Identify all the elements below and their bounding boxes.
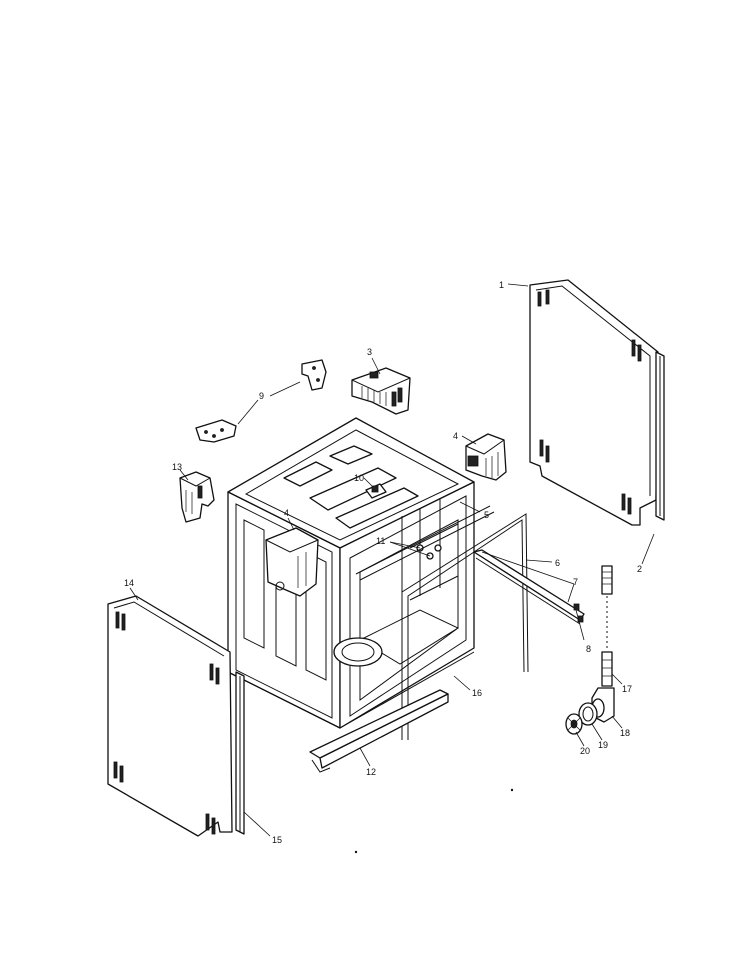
scan-speck (510, 788, 514, 792)
callout-9: 9 (259, 391, 264, 401)
callout-4-right: 4 (453, 431, 458, 441)
washer-ring (578, 702, 598, 726)
strike-strip (473, 549, 585, 625)
side-bracket-right (465, 433, 507, 481)
dishwasher-tub-frame (227, 417, 475, 729)
callout-2: 2 (637, 564, 642, 574)
scan-speck (354, 850, 358, 854)
callout-7: 7 (573, 577, 578, 587)
left-trim-strip (235, 671, 245, 835)
callout-4-left: 4 (284, 508, 289, 518)
callout-3: 3 (367, 347, 372, 357)
callout-19: 19 (598, 740, 608, 750)
callout-20: 20 (580, 746, 590, 756)
bottom-rail (309, 689, 449, 773)
callout-8: 8 (586, 644, 591, 654)
right-trim-strip (655, 351, 665, 521)
left-side-panel (107, 595, 233, 837)
callout-labels: 1 2 3 4 4 5 6 7 8 9 10 11 12 13 14 15 16… (124, 280, 642, 845)
mounting-brackets (195, 359, 327, 443)
callout-13: 13 (172, 462, 182, 472)
top-gasket (355, 505, 495, 581)
side-bracket-left (265, 527, 319, 597)
callout-12: 12 (366, 767, 376, 777)
left-side-bracket (179, 471, 215, 523)
callout-15: 15 (272, 835, 282, 845)
leader-lines (129, 283, 655, 837)
callout-11: 11 (376, 536, 385, 546)
callout-6: 6 (555, 558, 560, 568)
right-side-panel (529, 279, 659, 526)
callout-14: 14 (124, 578, 134, 588)
door-gasket (401, 513, 529, 740)
grommet (565, 713, 583, 735)
top-bracket (351, 367, 411, 415)
water-hose-connector (601, 565, 613, 687)
top-clip (365, 483, 387, 499)
callout-10: 10 (354, 473, 364, 483)
callout-5: 5 (484, 510, 489, 520)
callout-18: 18 (620, 728, 630, 738)
callout-1: 1 (499, 280, 504, 290)
callout-17: 17 (622, 684, 632, 694)
callout-16: 16 (472, 688, 482, 698)
